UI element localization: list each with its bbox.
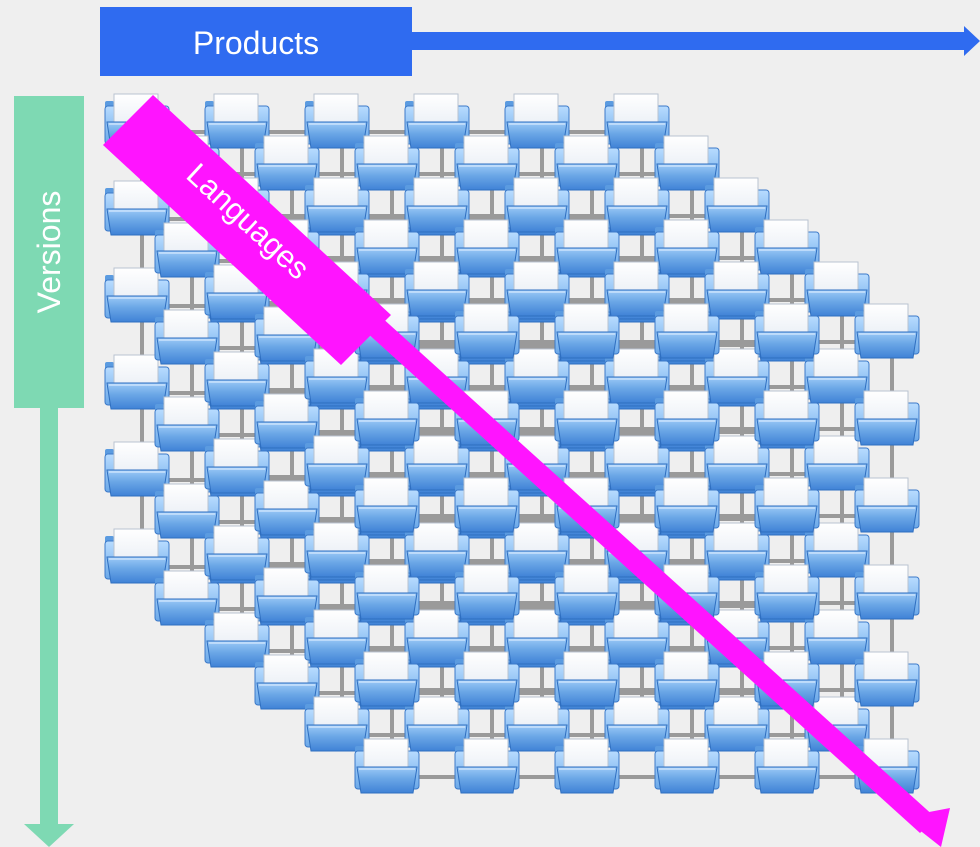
folder-document-icon (754, 219, 820, 275)
folder-document-icon (504, 93, 570, 149)
folder-document-icon (854, 477, 920, 533)
connector-layer (140, 130, 894, 779)
folder-document-icon (654, 135, 720, 191)
folder-document-icon (104, 528, 170, 584)
products-arrowhead (964, 26, 980, 56)
products-label-box (100, 7, 412, 76)
folder-document-icon (704, 177, 770, 233)
versions-arrowhead (24, 824, 74, 847)
versions-arrow-shaft (40, 406, 58, 826)
versions-label-box (14, 96, 84, 408)
versions-label: Versions (31, 191, 67, 314)
languages-arrow-shaft (365, 316, 936, 833)
languages-arrowhead (903, 808, 950, 847)
folder-document-icon (604, 93, 670, 149)
folder-document-icon (854, 390, 920, 446)
products-axis: Products (100, 7, 980, 76)
folder-document-icon (804, 522, 870, 578)
folder-document-icon (204, 93, 270, 149)
folder-document-icon (404, 93, 470, 149)
folder-document-icon (804, 435, 870, 491)
folder-document-icon (854, 564, 920, 620)
folder-document-icon (804, 609, 870, 665)
folder-document-icon (104, 267, 170, 323)
versions-axis: Versions (14, 96, 84, 847)
folder-document-icon (104, 354, 170, 410)
languages-label-box (103, 95, 391, 365)
folder-document-icon (804, 261, 870, 317)
folder-document-icon (304, 93, 370, 149)
folder-document-icon (854, 651, 920, 707)
folder-document-icon (804, 348, 870, 404)
products-label: Products (193, 25, 319, 61)
products-arrow-shaft (410, 32, 966, 50)
folder-document-icon (854, 303, 920, 359)
folder-document-icon (104, 441, 170, 497)
